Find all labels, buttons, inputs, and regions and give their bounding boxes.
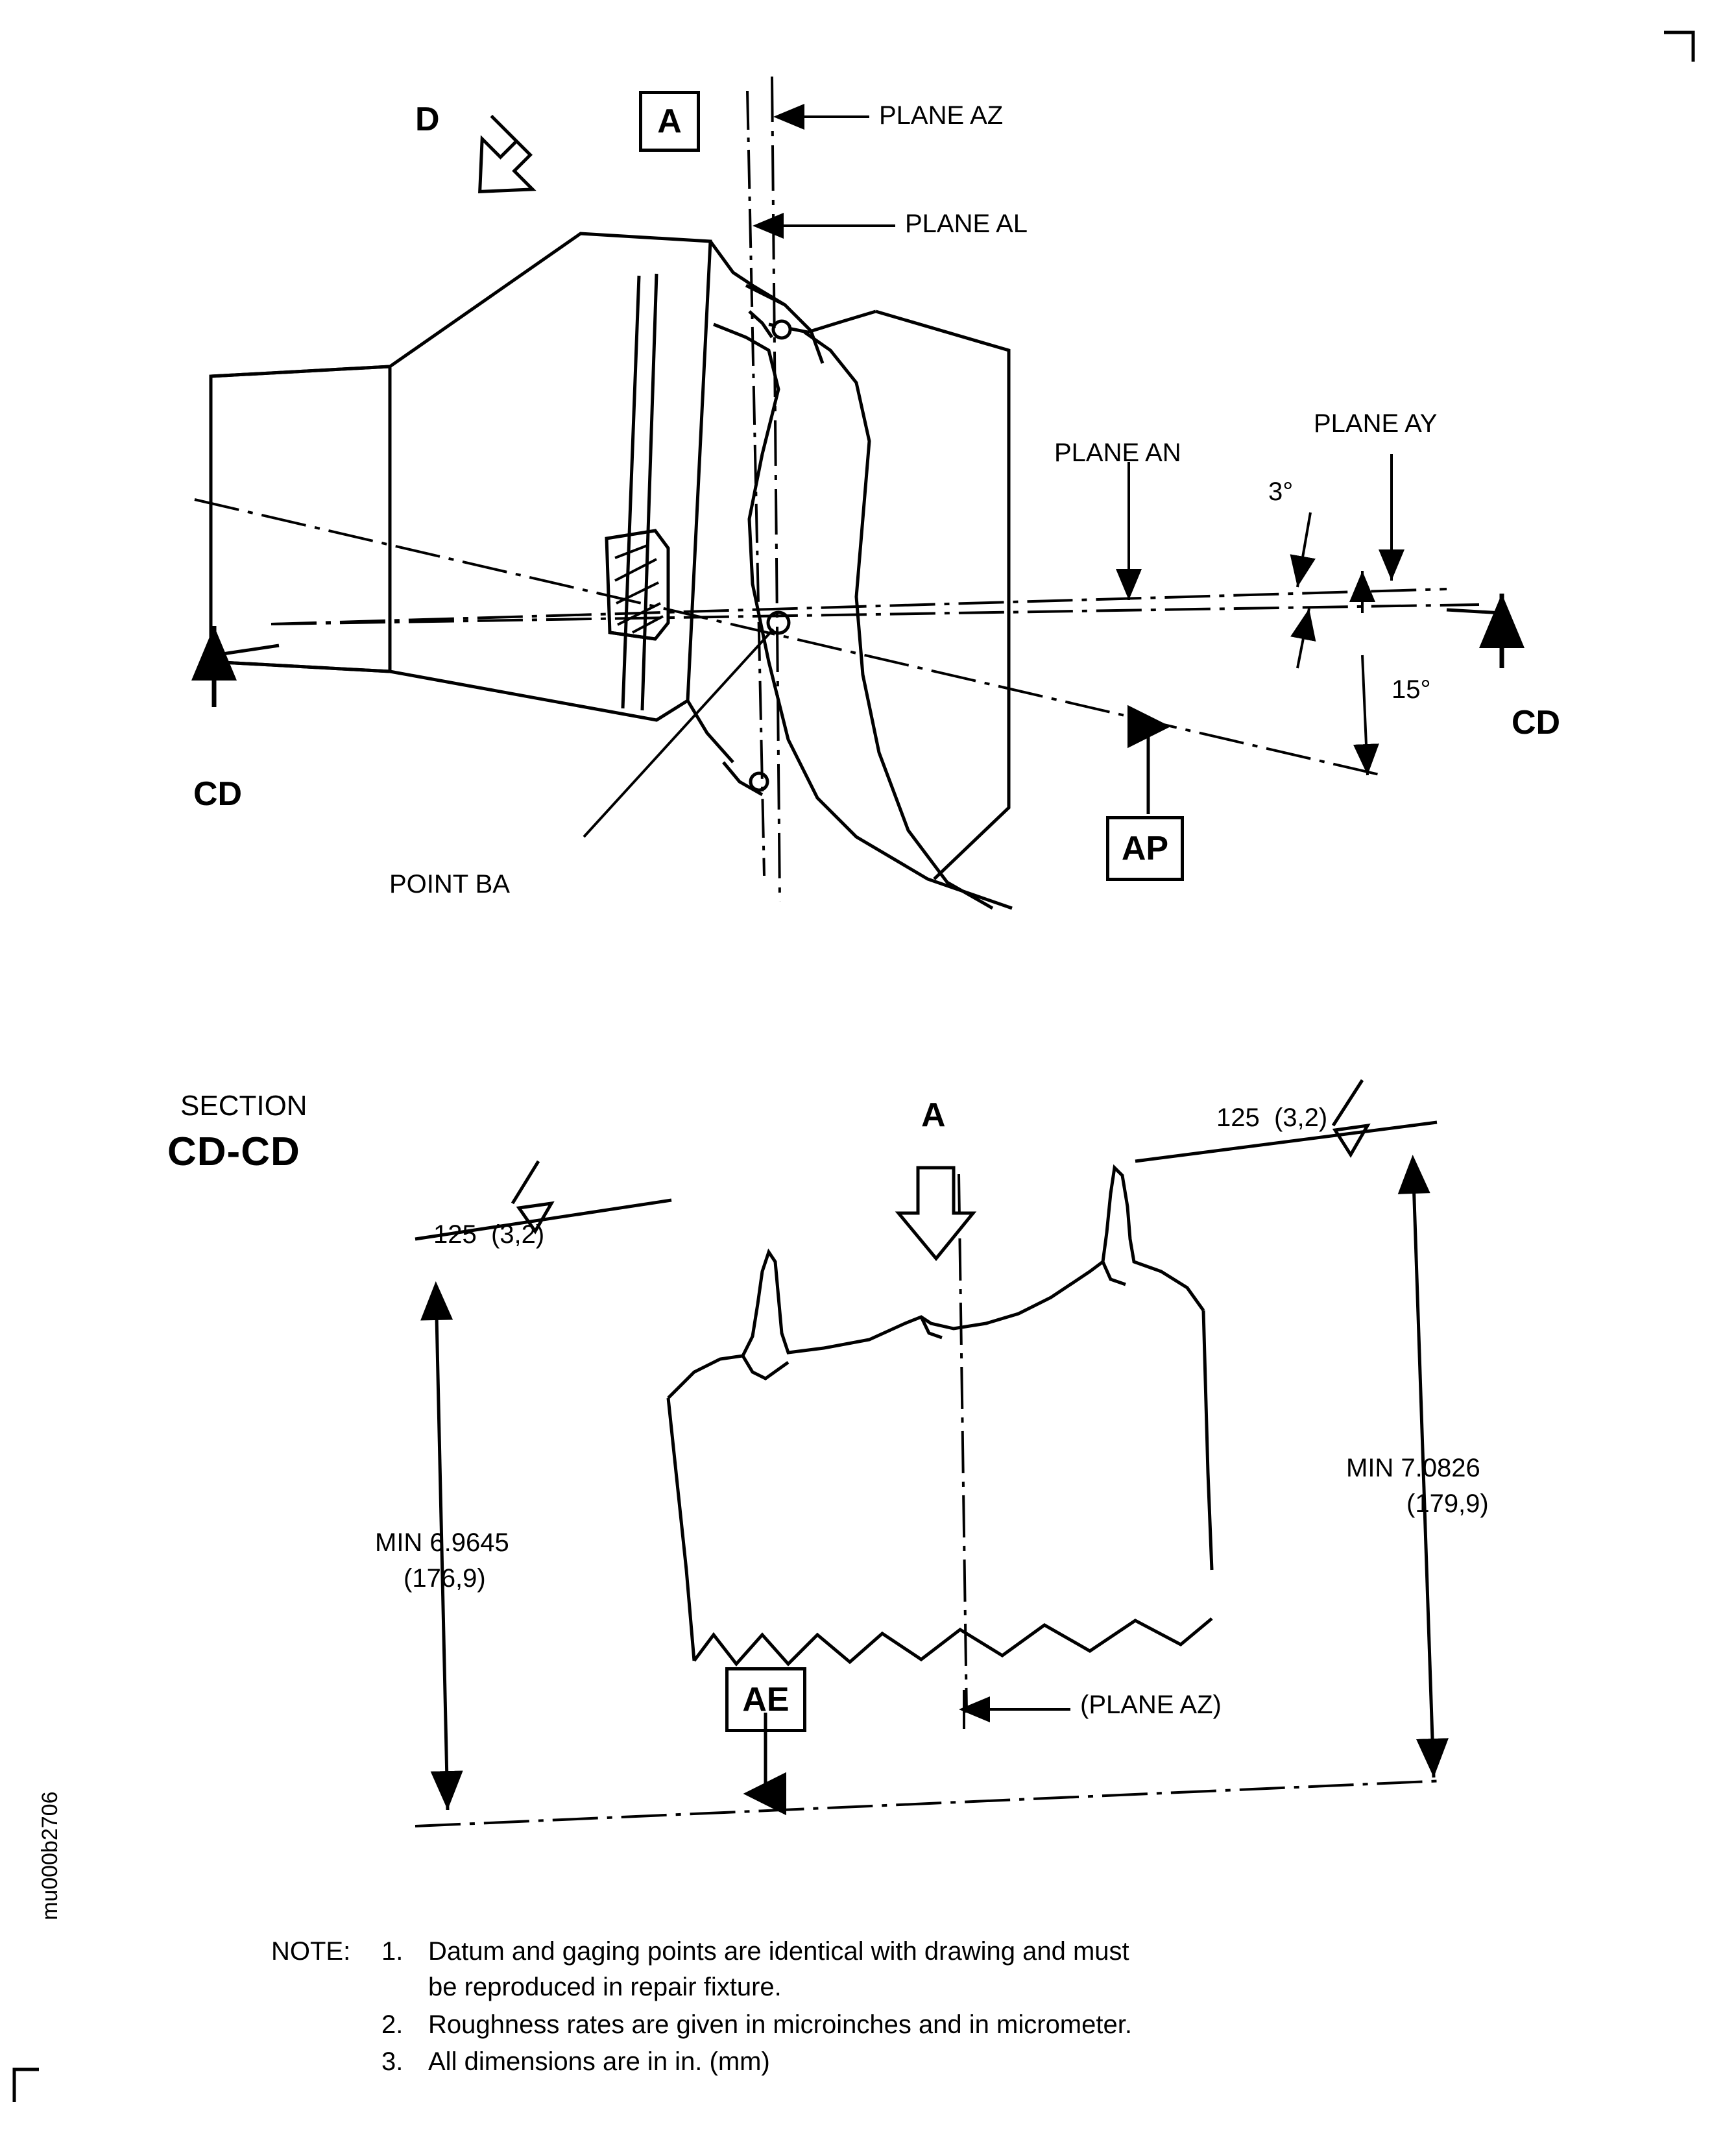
point-ba-label: POINT BA (389, 870, 510, 898)
dim-left-line2: (176,9) (404, 1564, 486, 1593)
plane-ay-label: PLANE AY (1314, 409, 1438, 438)
dim-left-line1: MIN 6.9645 (375, 1528, 509, 1557)
sheet-corner-mark (1664, 30, 1695, 62)
note-3-num: 3. (381, 2047, 404, 2076)
drawing-code-label: mu000b2706 (38, 1791, 62, 1920)
view-arrow-d-label: D (415, 101, 440, 138)
angle-15-label: 15° (1392, 675, 1431, 704)
dim-right-line2: (179,9) (1406, 1489, 1489, 1518)
section-cd-cd-view (415, 1079, 1449, 1827)
plane-an-label: PLANE AN (1054, 439, 1181, 467)
note-1-line2: be reproduced in repair fixture. (428, 1973, 782, 2001)
datum-ae-box: AE (725, 1667, 806, 1732)
note-2-line1: Roughness rates are given in microinches… (428, 2010, 1132, 2039)
roughness-right-label: 125 (3,2) (1216, 1103, 1328, 1132)
section-name-label: CD-CD (167, 1129, 300, 1174)
section-word-label: SECTION (180, 1090, 307, 1122)
dim-right-line1: MIN 7.0826 (1346, 1454, 1480, 1482)
notes-heading: NOTE: (271, 1937, 351, 1966)
note-1-num: 1. (381, 1937, 404, 1966)
angle-3-label: 3° (1268, 477, 1294, 506)
section-cut-cd-right: CD (1512, 704, 1561, 741)
datum-ap-box: AP (1106, 816, 1184, 881)
plane-az-label: PLANE AZ (879, 101, 1004, 130)
note-3-line1: All dimensions are in in. (mm) (428, 2047, 770, 2076)
view-arrow-a-label: A (921, 1096, 946, 1134)
datum-a-box: A (639, 91, 700, 152)
note-2-num: 2. (381, 2010, 404, 2039)
top-isometric-view (191, 76, 1525, 910)
note-1-line1: Datum and gaging points are identical wi… (428, 1937, 1129, 1966)
section-cut-cd-left: CD (193, 775, 243, 813)
plane-az-ref-label: (PLANE AZ) (1080, 1691, 1222, 1719)
sheet-corner-mark-bottom (12, 2067, 39, 2102)
roughness-left-label: 125 (3,2) (433, 1220, 545, 1249)
plane-al-label: PLANE AL (905, 210, 1028, 238)
